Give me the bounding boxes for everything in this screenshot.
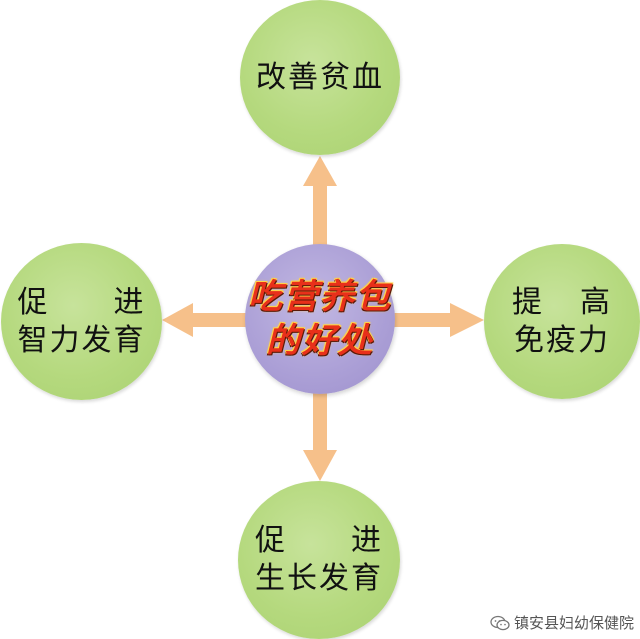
node-label-line-1: 促 进: [18, 284, 146, 322]
wechat-icon: [490, 615, 510, 630]
center-title-line-2: 的好处: [266, 321, 374, 361]
node-label-line-1: 促 进: [255, 522, 383, 560]
node-improve-anemia: 改善贫血: [240, 0, 400, 155]
node-promote-growth: 促 进 生长发育: [238, 481, 400, 639]
arrow-left: [162, 303, 249, 337]
node-label-part: 高: [580, 284, 612, 320]
node-improve-immunity: 提 高 免疫力: [484, 244, 640, 399]
node-label-part: 促: [17, 284, 50, 320]
arrow-right: [393, 303, 484, 337]
node-label-part: 促: [255, 523, 287, 558]
node-label-part: 进: [351, 523, 383, 558]
arrow-down: [303, 392, 337, 481]
node-promote-intelligence: 促 进 智力发育: [1, 243, 162, 400]
node-label-part: 进: [113, 284, 146, 320]
watermark-text: 镇安县妇幼保健院: [513, 614, 634, 632]
node-label-part: 提: [512, 284, 544, 320]
center-title-line-1: 吃营养包: [248, 277, 392, 317]
watermark: 镇安县妇幼保健院: [490, 612, 634, 633]
node-label-line-2: 免疫力: [514, 322, 610, 358]
node-label-line-2: 智力发育: [17, 322, 146, 358]
node-label: 改善贫血: [256, 59, 384, 95]
arrow-up: [303, 156, 337, 247]
center-topic: 吃营养包 的好处: [245, 244, 395, 394]
node-label-line-1: 提 高: [512, 284, 612, 322]
node-label-line-2: 生长发育: [255, 561, 383, 596]
